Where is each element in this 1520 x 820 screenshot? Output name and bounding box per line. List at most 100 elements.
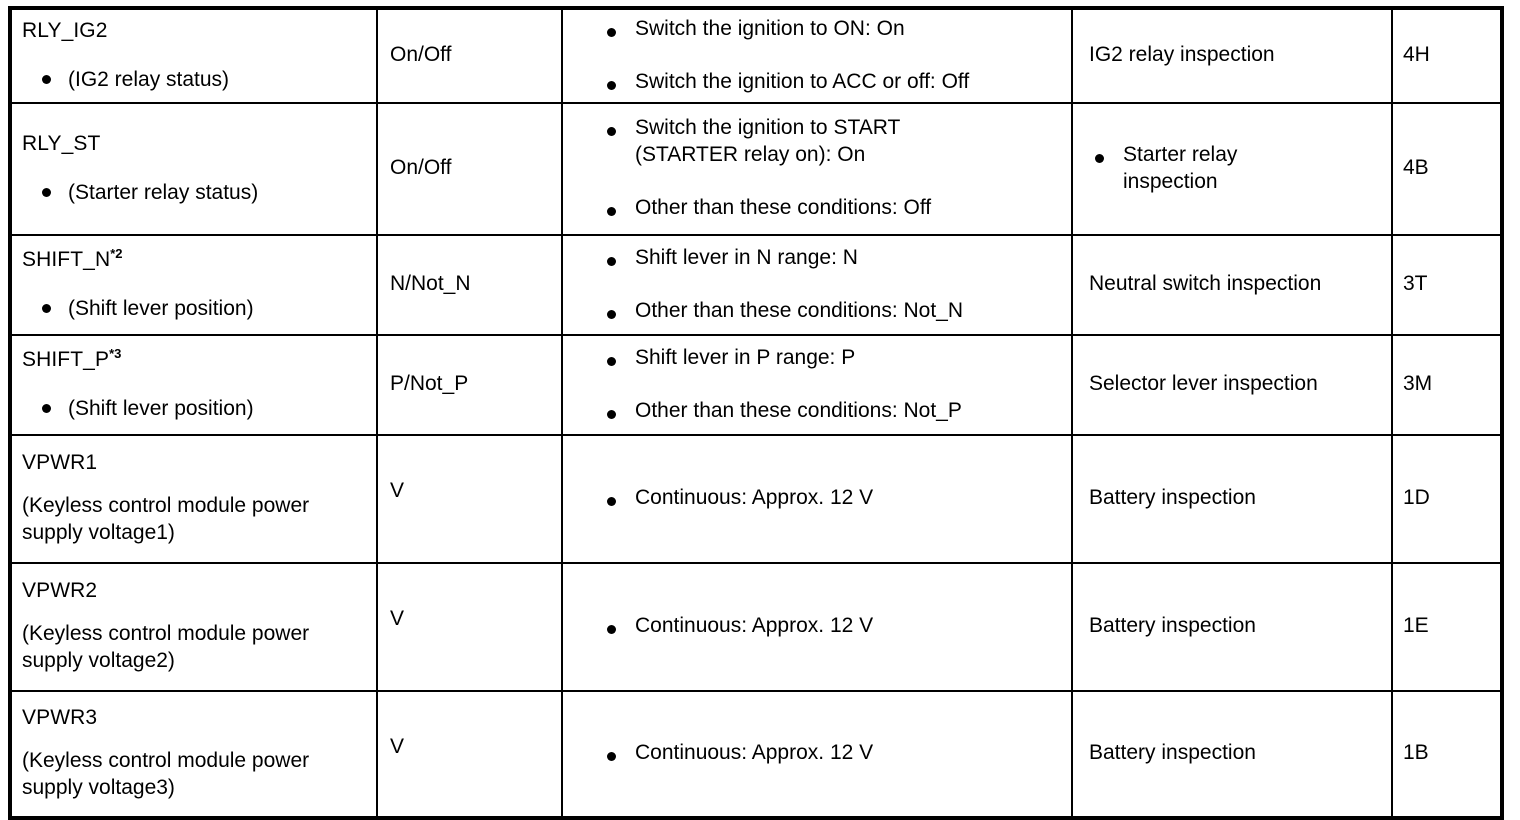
condition-text: Shift lever in P range: P <box>635 345 856 369</box>
pid-description-text: (IG2 relay status) <box>68 67 230 91</box>
inspection-cell: Starter relay inspection <box>1071 101 1393 236</box>
condition-list: Switch the ignition to ON: On Switch the … <box>607 16 1063 96</box>
unit-cell: On/Off <box>376 7 563 104</box>
terminal-cell: 1E <box>1391 561 1503 692</box>
terminal-cell: 3T <box>1391 233 1503 336</box>
condition-item: Other than these conditions: Not_P <box>607 398 1063 425</box>
condition-cell: Continuous: Approx. 12 V <box>561 689 1073 819</box>
unit-cell: V <box>376 433 563 564</box>
inspection-cell: Battery inspection <box>1071 689 1393 819</box>
bullet-icon <box>607 28 616 37</box>
bullet-icon <box>607 356 616 366</box>
pid-description-text: (Shift lever position) <box>68 296 254 320</box>
terminal-value: 4B <box>1403 156 1429 180</box>
condition-list: Shift lever in P range: P Other than thes… <box>607 345 1063 425</box>
inspection-cell: Battery inspection <box>1071 561 1393 692</box>
inspection-text: IG2 relay inspection <box>1089 43 1275 67</box>
unit-value: On/Off <box>390 156 452 180</box>
unit-cell: P/Not_P <box>376 333 563 436</box>
unit-value: On/Off <box>390 43 452 67</box>
bullet-icon <box>607 409 616 419</box>
pid-name-cell: VPWR3(Keyless control module power suppl… <box>9 689 378 819</box>
condition-cell: Continuous: Approx. 12 V <box>561 433 1073 564</box>
condition-list: Switch the ignition to START (STARTER re… <box>607 115 1063 222</box>
condition-item: Shift lever in N range: N <box>607 245 1063 272</box>
bullet-icon <box>607 256 616 266</box>
condition-text: Other than these conditions: Off <box>635 196 932 220</box>
table-row: VPWR3(Keyless control module power suppl… <box>9 689 1503 819</box>
bullet-icon <box>607 127 616 137</box>
unit-cell: V <box>376 689 563 819</box>
inspection-text: Neutral switch inspection <box>1089 272 1322 296</box>
terminal-value: 1D <box>1403 486 1430 510</box>
condition-item: Switch the ignition to ON: On <box>607 16 1063 43</box>
bullet-icon <box>1095 153 1104 163</box>
inspection-item: Starter relay inspection <box>1089 142 1383 196</box>
unit-value: N/Not_N <box>390 272 471 296</box>
inspection-cell: Selector lever inspection <box>1071 333 1393 436</box>
condition-text: Switch the ignition to ACC or off: Off <box>635 69 970 93</box>
bullet-icon <box>42 188 51 198</box>
terminal-cell: 3M <box>1391 333 1503 436</box>
pid-name-cell: SHIFT_P*3(Shift lever position) <box>9 333 378 436</box>
pid-description: (Starter relay status) <box>22 180 370 207</box>
bullet-icon <box>42 75 51 85</box>
pid-name: RLY_ST <box>22 131 101 155</box>
bullet-icon <box>42 404 51 414</box>
pid-description: (Keyless control module power supply vol… <box>22 621 370 675</box>
condition-list: Shift lever in N range: N Other than thes… <box>607 245 1063 325</box>
bullet-icon <box>607 309 616 319</box>
inspection-cell: IG2 relay inspection <box>1071 7 1393 104</box>
table-row: VPWR2 (Keyless control module power suppl… <box>9 561 1503 692</box>
table-row: SHIFT_P*3(Shift lever position) P/Not_P Sh… <box>9 333 1503 436</box>
condition-item: Switch the ignition to START (STARTER re… <box>607 115 1063 169</box>
terminal-value: 4H <box>1403 43 1430 67</box>
terminal-cell: 4B <box>1391 101 1503 236</box>
pid-description-text: (Keyless control module power supply vol… <box>22 749 310 800</box>
unit-value: P/Not_P <box>390 372 469 396</box>
pid-description: (Keyless control module power supply vol… <box>22 493 370 547</box>
condition-text: Continuous: Approx. 12 V <box>635 741 874 765</box>
condition-cell: Switch the ignition to START (STARTER re… <box>561 101 1073 236</box>
table-row: RLY_ST (Starter relay status) On/Off Switch… <box>9 101 1503 236</box>
condition-text: Switch the ignition to START (STARTER re… <box>635 116 901 167</box>
inspection-text: Battery inspection <box>1089 486 1256 510</box>
terminal-cell: 1B <box>1391 689 1503 819</box>
pid-name-cell: RLY_IG2 (IG2 relay status) <box>9 7 378 104</box>
pid-name: VPWR1 <box>22 451 98 475</box>
pid-description: (Keyless control module power supply vol… <box>22 748 370 802</box>
terminal-value: 1E <box>1403 614 1429 638</box>
bullet-icon <box>607 752 616 762</box>
table-row: VPWR1 (Keyless control module power suppl… <box>9 433 1503 564</box>
condition-text: Shift lever in N range: N <box>635 245 858 269</box>
pid-name: VPWR2 <box>22 579 98 603</box>
condition-text: Other than these conditions: Not_N <box>635 298 964 322</box>
bullet-icon <box>42 304 51 314</box>
bullet-icon <box>607 80 616 90</box>
condition-item: Switch the ignition to ACC or off: Off <box>607 69 1063 96</box>
condition-list: Continuous: Approx. 12 V <box>607 485 1063 512</box>
inspection-cell: Neutral switch inspection <box>1071 233 1393 336</box>
condition-cell: Continuous: Approx. 12 V <box>561 561 1073 692</box>
condition-item: Continuous: Approx. 12 V <box>607 740 1063 767</box>
pid-footnote-marker: *2 <box>110 245 123 261</box>
condition-text: Continuous: Approx. 12 V <box>635 614 874 638</box>
pid-name: RLY_IG2 <box>22 19 108 42</box>
unit-value: V <box>390 734 405 758</box>
pid-description-text: (Keyless control module power supply vol… <box>22 622 310 673</box>
pid-name-cell: VPWR2 (Keyless control module power suppl… <box>9 561 378 692</box>
condition-text: Continuous: Approx. 12 V <box>635 486 874 510</box>
condition-item: Other than these conditions: Not_N <box>607 298 1063 325</box>
pid-description: (Shift lever position) <box>22 396 370 423</box>
inspection-cell: Battery inspection <box>1071 433 1393 564</box>
terminal-value: 3M <box>1403 372 1433 396</box>
unit-cell: N/Not_N <box>376 233 563 336</box>
unit-value: V <box>390 478 405 502</box>
condition-text: Switch the ignition to ON: On <box>635 17 905 40</box>
pid-name-cell: SHIFT_N*2(Shift lever position) <box>9 233 378 336</box>
